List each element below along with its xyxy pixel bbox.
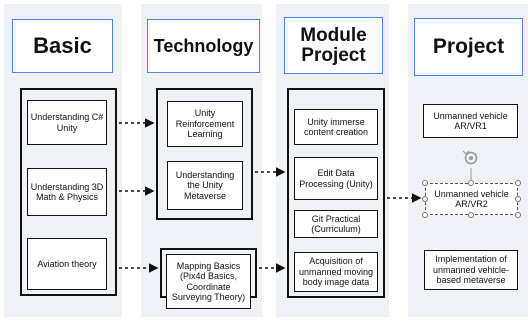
group-technology-top [156, 88, 253, 220]
box-git-practical: Git Practical (Curriculum) [294, 210, 378, 238]
group-module-project [287, 88, 385, 298]
resize-handle-sw[interactable] [422, 212, 428, 218]
header-technology: Technology [147, 19, 260, 73]
resize-handle-s[interactable] [468, 212, 474, 218]
box-aviation-theory: Aviation theory [27, 238, 107, 290]
box-unity-reinforcement-learning: Unity Reinforcement Learning [167, 101, 243, 147]
group-basic [20, 88, 117, 296]
resize-handle-e[interactable] [515, 196, 521, 202]
box-image-data-acquisition: Acquisition of unmanned moving body imag… [294, 252, 378, 292]
box-edit-data-processing: Edit Data Processing (Unity) [294, 157, 378, 200]
resize-handle-w[interactable] [422, 196, 428, 202]
box-3d-math-physics: Understanding 3D Math & Physics [27, 168, 107, 216]
header-project: Project [414, 18, 523, 76]
header-basic: Basic [12, 19, 113, 73]
rotate-handle-icon [462, 150, 478, 165]
resize-handle-se[interactable] [515, 212, 521, 218]
box-mapping-basics: Mapping Basics (Pix4d Basics, Coordinate… [166, 254, 251, 309]
box-unmanned-metaverse: Implementation of unmanned vehicle-based… [424, 250, 518, 290]
box-unmanned-vehicle-arvr1: Unmanned vehicle AR/VR1 [423, 104, 518, 138]
box-understanding-csharp-unity: Understanding C# Unity [27, 100, 107, 145]
header-module-project: Module Project [284, 17, 383, 74]
resize-handle-nw[interactable] [422, 180, 428, 186]
box-immerse-content-creation: Unity immerse content creation [294, 109, 378, 145]
box-unity-metaverse: Understanding the Unity Metaverse [167, 161, 243, 210]
resize-handle-ne[interactable] [515, 180, 521, 186]
